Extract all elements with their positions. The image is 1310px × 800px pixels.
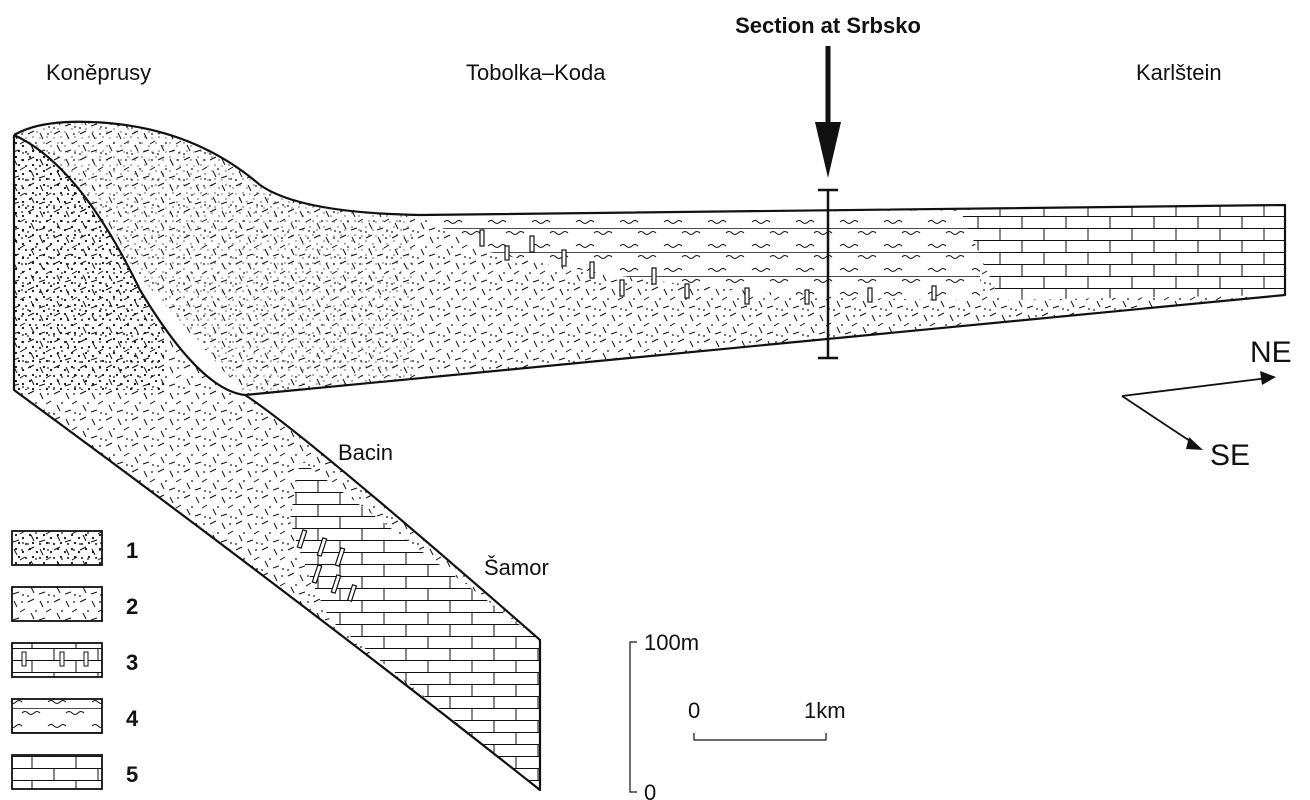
horizontal-scale-end: 1km	[804, 698, 846, 723]
place-bacin: Bacin	[338, 440, 393, 465]
legend-item-3: 3	[12, 643, 138, 677]
upper-section-body	[14, 120, 1285, 410]
horizontal-scale-bar: 0 1km	[688, 698, 846, 740]
legend-label-5: 5	[126, 762, 138, 787]
legend-label-1: 1	[126, 538, 138, 563]
section-title: Section at Srbsko	[735, 13, 921, 38]
legend-item-2: 2	[12, 587, 138, 621]
srbsko-arrow-icon	[815, 46, 841, 178]
direction-se: SE	[1210, 439, 1250, 472]
legend-item-4: 4	[12, 699, 139, 733]
place-samor: Šamor	[484, 555, 549, 580]
legend-item-1: 1	[12, 531, 138, 565]
legend: 1 2 3 4 5	[12, 531, 139, 789]
legend-label-4: 4	[126, 706, 139, 731]
place-koneprusy: Koněprusy	[46, 60, 151, 85]
legend-label-2: 2	[126, 594, 138, 619]
legend-label-3: 3	[126, 650, 138, 675]
place-karlstein: Karlštein	[1136, 60, 1222, 85]
place-tobolka-koda: Tobolka–Koda	[466, 60, 606, 85]
horizontal-scale-start: 0	[688, 698, 700, 723]
vertical-scale-top: 100m	[644, 630, 699, 655]
direction-ne: NE	[1250, 336, 1292, 369]
legend-item-5: 5	[12, 755, 138, 789]
vertical-scale-bottom: 0	[644, 780, 656, 800]
orientation-arrows-icon	[1122, 371, 1276, 450]
